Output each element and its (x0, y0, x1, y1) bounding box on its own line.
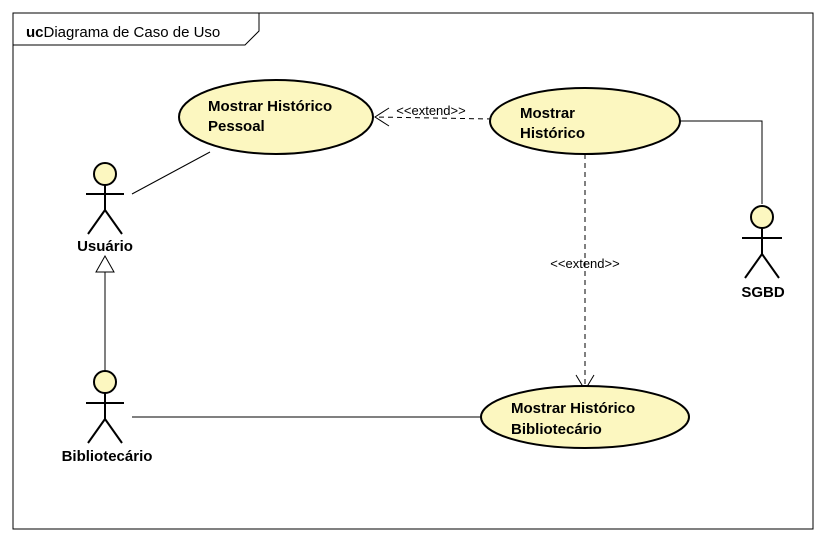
use-case-ellipse (178, 79, 374, 155)
use-case-label-line2: Histórico (520, 125, 585, 142)
use-case-label-line2: Pessoal (208, 118, 265, 135)
use-case-label-line1: Mostrar (520, 105, 575, 122)
frame-title-tab (13, 13, 260, 46)
actor-usuario[interactable]: Usuário (77, 162, 133, 255)
actor-label: Bibliotecário (62, 448, 153, 465)
actor-right-leg (104, 209, 123, 235)
actor-right-leg (761, 253, 780, 279)
frame-title: ucDiagrama de Caso de Uso (26, 24, 220, 41)
actor-label: Usuário (77, 238, 133, 255)
actor-sgbd[interactable]: SGBD (741, 205, 785, 301)
use-case-label-line1: Mostrar Histórico (208, 98, 332, 115)
extend-line-pessoal (374, 116, 493, 120)
extend-label-pessoal: <<extend>> (396, 103, 465, 118)
actor-head (750, 205, 774, 229)
association-usuario-pessoal (131, 151, 211, 195)
extend-arrowhead-pessoal (374, 107, 390, 127)
extend-label-bibliotecario: <<extend>> (550, 256, 619, 271)
actor-left-leg (87, 209, 106, 235)
use-case-ellipse (480, 385, 690, 449)
actor-label: SGBD (741, 284, 785, 301)
use-case-mostrar-historico[interactable]: Mostrar Histórico (489, 87, 681, 155)
actor-head (93, 162, 117, 186)
actor-head (93, 370, 117, 394)
actor-right-leg (104, 418, 123, 444)
use-case-mostrar-historico-bibliotecario[interactable]: Mostrar Histórico Bibliotecário (480, 385, 690, 449)
actor-bibliotecario[interactable]: Bibliotecário (62, 370, 153, 465)
generalization-arrowhead (95, 254, 115, 273)
association-historico-sgbd (680, 120, 763, 204)
frame-title-text: Diagrama de Caso de Uso (44, 24, 221, 41)
use-case-label-line1: Mostrar Histórico (511, 400, 635, 417)
use-case-mostrar-historico-pessoal[interactable]: Mostrar Histórico Pessoal (178, 79, 374, 155)
actor-left-leg (744, 253, 763, 279)
diagram-frame (12, 12, 814, 530)
actor-left-leg (87, 418, 106, 444)
use-case-label-line2: Bibliotecário (511, 421, 602, 438)
frame-keyword: uc (26, 24, 44, 41)
use-case-ellipse (489, 87, 681, 155)
